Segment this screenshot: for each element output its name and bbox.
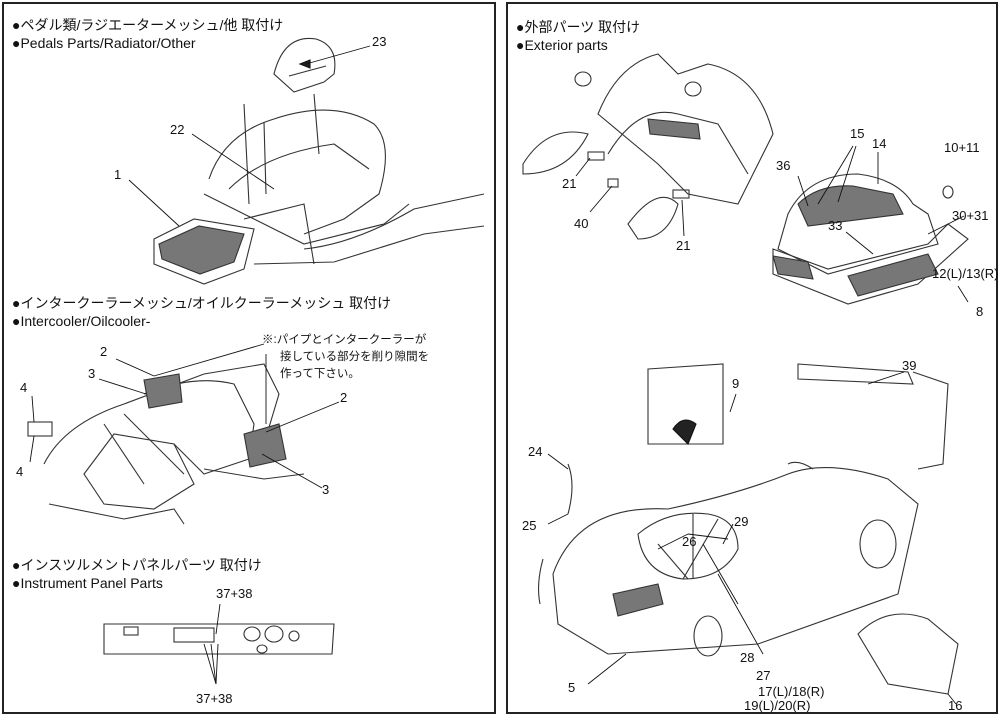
front-body-drawing: [522, 53, 774, 240]
callout-33: 33: [828, 218, 843, 233]
left-panel-drawings: [27, 37, 485, 685]
bullet-mark: ●: [516, 37, 525, 53]
section-title-instrument-panel: ●インスツルメントパネルパーツ 取付け ●Instrument Panel Pa…: [12, 556, 262, 592]
callout-8: 8: [976, 304, 984, 319]
callout-28: 28: [740, 650, 755, 665]
section-title-jp: 外部パーツ 取付け: [524, 19, 641, 35]
intercooler-chassis-drawing: [27, 343, 340, 525]
callout-21: 21: [562, 176, 577, 191]
callout-37-38: 37+38: [216, 586, 253, 601]
section-title-en: Instrument Panel Parts: [20, 575, 163, 591]
cutting-note: ※:パイプとインタークーラーが 接している部分を削り隙間を 作って下さい。: [262, 332, 429, 383]
note-line: 接している部分を削り隙間を: [280, 351, 430, 363]
section-title-en: Pedals Parts/Radiator/Other: [20, 35, 196, 51]
bullet-mark: ●: [516, 19, 525, 35]
front-chassis-drawing: [128, 93, 485, 285]
section-title-jp: ペダル類/ラジエーターメッシュ/他 取付け: [20, 17, 284, 33]
callout-2: 2: [100, 344, 108, 359]
callout-14: 14: [872, 136, 887, 151]
bullet-mark: ●: [12, 575, 21, 591]
instrument-panel-drawing: [103, 603, 335, 685]
note-line: 作って下さい。: [280, 368, 360, 380]
rear-cowl-drawing: [772, 145, 969, 305]
note-line: ※:パイプとインタークーラーが: [262, 334, 427, 346]
section-title-exterior: ●外部パーツ 取付け ●Exterior parts: [516, 18, 640, 54]
callout-23: 23: [372, 34, 387, 49]
callout-25: 25: [522, 518, 537, 533]
bullet-mark: ●: [12, 313, 21, 329]
bullet-mark: ●: [12, 35, 21, 51]
callout-3: 3: [88, 366, 96, 381]
callout-3: 3: [322, 482, 330, 497]
right-panel-drawings: [522, 53, 969, 705]
callout-16: 16: [948, 698, 963, 713]
callout-36: 36: [776, 158, 791, 173]
section-title-en: Intercooler/Oilcooler-: [20, 313, 151, 329]
callout-30-31: 30+31: [952, 208, 989, 223]
callout-15: 15: [850, 126, 865, 141]
callout-39: 39: [902, 358, 917, 373]
callout-4: 4: [20, 380, 28, 395]
section-title-intercooler: ●インタークーラーメッシュ/オイルクーラーメッシュ 取付け ●Intercool…: [12, 294, 391, 330]
callout-37-38: 37+38: [196, 691, 233, 706]
bullet-mark: ●: [12, 17, 21, 33]
callout-1: 1: [114, 167, 122, 182]
bullet-mark: ●: [12, 557, 21, 573]
section-title-en: Exterior parts: [524, 37, 608, 53]
callout-12-13: 12(L)/13(R): [932, 266, 999, 281]
callout-40: 40: [574, 216, 589, 231]
section-title-jp: インタークーラーメッシュ/オイルクーラーメッシュ 取付け: [20, 295, 392, 311]
callout-22: 22: [170, 122, 185, 137]
left-instruction-panel: ●ペダル類/ラジエーターメッシュ/他 取付け ●Pedals Parts/Rad…: [2, 2, 496, 714]
callout-21: 21: [676, 238, 691, 253]
callout-9: 9: [732, 376, 740, 391]
bullet-mark: ●: [12, 295, 21, 311]
section-title-jp: インスツルメントパネルパーツ 取付け: [20, 557, 262, 573]
callout-24: 24: [528, 444, 543, 459]
callout-17-18: 17(L)/18(R): [758, 684, 825, 699]
car-body-drawing: [537, 363, 959, 705]
callout-5: 5: [568, 680, 576, 695]
callout-10-11: 10+11: [944, 140, 980, 155]
callout-2: 2: [340, 390, 348, 405]
callout-4: 4: [16, 464, 24, 479]
seat-part-drawing: [273, 37, 371, 93]
callout-26: 26: [682, 534, 697, 549]
callout-29: 29: [734, 514, 749, 529]
right-instruction-panel: ●外部パーツ 取付け ●Exterior parts 21 40 21 36 1…: [506, 2, 998, 714]
callout-27: 27: [756, 668, 771, 683]
section-title-pedals: ●ペダル類/ラジエーターメッシュ/他 取付け ●Pedals Parts/Rad…: [12, 16, 283, 52]
callout-19-20: 19(L)/20(R): [744, 698, 811, 713]
